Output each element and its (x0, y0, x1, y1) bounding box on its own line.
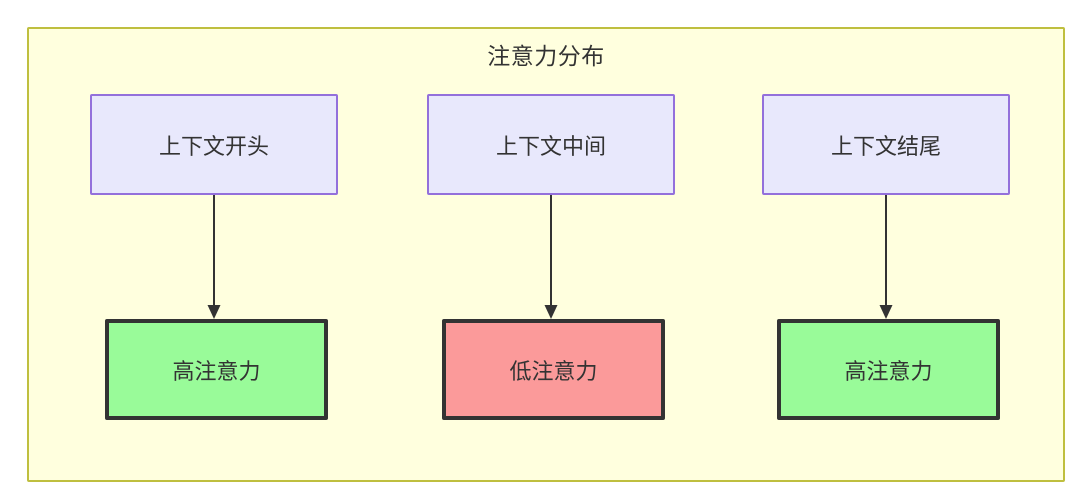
node-attention-end-label: 高注意力 (844, 358, 933, 384)
edge-start-to-high-attention (207, 195, 221, 319)
node-attention-middle-label: 低注意力 (509, 358, 598, 384)
node-attention-start[interactable]: 高注意力 (105, 319, 328, 420)
node-attention-end[interactable]: 高注意力 (777, 319, 1000, 420)
edge-end-to-high-attention (879, 195, 893, 319)
node-context-start[interactable]: 上下文开头 (90, 94, 338, 195)
subgraph-title: 注意力分布 (487, 43, 605, 69)
node-context-end[interactable]: 上下文结尾 (762, 94, 1010, 195)
attention-distribution-subgraph: 注意力分布 上下文开头 上下文中间 上下文结尾 (27, 27, 1065, 482)
node-context-end-label: 上下文结尾 (830, 133, 941, 159)
node-context-middle[interactable]: 上下文中间 (427, 94, 675, 195)
node-context-middle-label: 上下文中间 (495, 133, 606, 159)
node-attention-middle[interactable]: 低注意力 (442, 319, 665, 420)
node-attention-start-label: 高注意力 (172, 358, 261, 384)
node-context-start-label: 上下文开头 (158, 133, 269, 159)
edge-middle-to-low-attention (544, 195, 558, 319)
